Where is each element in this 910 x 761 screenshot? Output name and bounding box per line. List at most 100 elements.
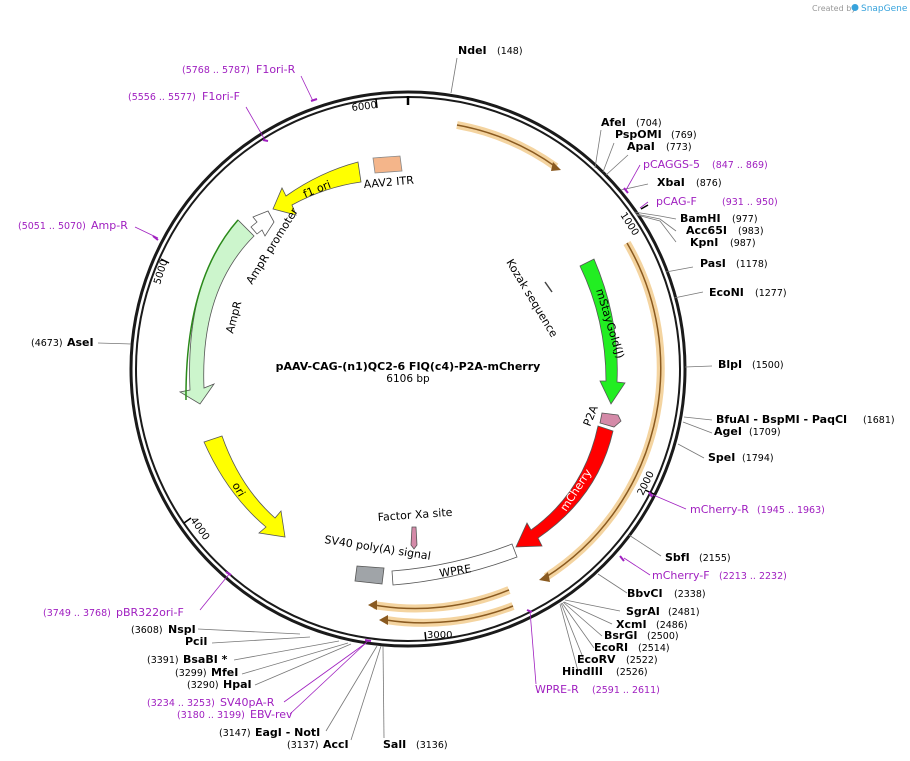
site-psppomi[interactable]: PspOMI(769) bbox=[615, 128, 697, 141]
feature-factor-xa[interactable]: Factor Xa site bbox=[377, 506, 453, 550]
tick-3000-mark bbox=[424, 631, 427, 642]
svg-text:EcoRI: EcoRI bbox=[594, 641, 628, 654]
primer-pbr322ori-f[interactable]: (3749 .. 3768)pBR322ori-F bbox=[43, 606, 184, 619]
primer-marks bbox=[152, 98, 653, 642]
site-sali[interactable]: SalI(3136) bbox=[383, 738, 448, 751]
orf-arc-top-head bbox=[551, 162, 561, 171]
svg-text:(2500): (2500) bbox=[647, 631, 679, 642]
svg-text:pBR322ori-F: pBR322ori-F bbox=[116, 606, 184, 619]
tick-4000-mark bbox=[183, 517, 192, 524]
svg-text:(3234 .. 3253): (3234 .. 3253) bbox=[147, 698, 215, 709]
snapgene-logo-icon bbox=[851, 4, 859, 11]
site-ecori[interactable]: EcoRI (2514) bbox=[594, 641, 670, 654]
primer-ebv-rev[interactable]: (3180 .. 3199)EBV-rev bbox=[177, 708, 293, 721]
svg-text:(1945 .. 1963): (1945 .. 1963) bbox=[757, 505, 825, 516]
site-pasi[interactable]: PasI(1178) bbox=[700, 257, 768, 270]
site-apai[interactable]: ApaI(773) bbox=[627, 140, 692, 153]
site-econi[interactable]: EcoNI(1277) bbox=[709, 286, 787, 299]
tick-5000-mark bbox=[160, 258, 170, 264]
svg-text:(2514): (2514) bbox=[638, 643, 670, 654]
ori-arrow bbox=[203, 435, 286, 538]
sv40-box bbox=[354, 565, 385, 585]
site-pcii[interactable]: PciI bbox=[185, 635, 207, 648]
plasmid-length: 6106 bp bbox=[386, 373, 430, 385]
svg-text:XcmI: XcmI bbox=[616, 618, 647, 631]
feature-f1-ori[interactable]: f1 ori bbox=[272, 161, 362, 216]
site-bbvci[interactable]: BbvCI(2338) bbox=[627, 587, 706, 600]
svg-text:ApaI: ApaI bbox=[627, 140, 655, 153]
feature-p2a[interactable]: P2A bbox=[581, 403, 622, 428]
primer-f1ori-r[interactable]: (5768 .. 5787)F1ori-R bbox=[182, 63, 296, 76]
primer-amp-r[interactable]: (5051 .. 5070)Amp-R bbox=[18, 219, 128, 232]
primer-wpre-r[interactable]: WPRE-R(2591 .. 2611) bbox=[535, 683, 660, 696]
site-kpni[interactable]: KpnI(987) bbox=[690, 236, 756, 249]
site-blpi[interactable]: BlpI(1500) bbox=[718, 358, 784, 371]
site-bsrgi[interactable]: BsrGI(2500) bbox=[604, 629, 679, 642]
svg-text:(931 .. 950): (931 .. 950) bbox=[722, 197, 778, 208]
primer-mcherry-f[interactable]: mCherry-F(2213 .. 2232) bbox=[652, 569, 787, 582]
orf-arc-top bbox=[456, 124, 557, 168]
credit-brand: SnapGene bbox=[861, 4, 908, 14]
site-spei[interactable]: SpeI(1794) bbox=[708, 451, 774, 464]
site-hindiii[interactable]: HindIII(2526) bbox=[562, 665, 648, 678]
site-bsabi[interactable]: (3391) BsaBI * bbox=[147, 653, 228, 666]
site-agei[interactable]: AgeI(1709) bbox=[714, 425, 781, 438]
primer-mcherry-r[interactable]: mCherry-R(1945 .. 1963) bbox=[690, 503, 825, 516]
svg-text:BlpI: BlpI bbox=[718, 358, 742, 371]
feature-ampr-promoter[interactable]: AmpR promoter bbox=[244, 205, 302, 286]
primer-f1ori-f[interactable]: (5556 .. 5577)F1ori-F bbox=[128, 90, 240, 103]
site-xbai[interactable]: XbaI(876) bbox=[657, 176, 722, 189]
wpre-label: WPRE bbox=[438, 562, 472, 580]
site-xcmi[interactable]: XcmI(2486) bbox=[616, 618, 688, 631]
svg-text:(983): (983) bbox=[738, 226, 764, 237]
site-bamhi[interactable]: BamHI(977) bbox=[680, 212, 758, 225]
kozak-mark bbox=[544, 281, 553, 293]
site-ndei[interactable]: NdeI(148) bbox=[458, 44, 523, 57]
primer-pcag-f[interactable]: pCAG-F(931 .. 950) bbox=[656, 195, 778, 208]
site-asei[interactable]: (4673)AseI bbox=[31, 336, 94, 349]
svg-text:(3391): (3391) bbox=[147, 655, 179, 666]
feature-ori[interactable]: ori bbox=[203, 435, 286, 538]
svg-text:AgeI: AgeI bbox=[714, 425, 742, 438]
feature-kozak[interactable]: Kozak sequence bbox=[503, 257, 560, 340]
feature-ampr[interactable]: AmpR bbox=[178, 219, 255, 405]
svg-text:BsaBI *: BsaBI * bbox=[183, 653, 228, 666]
credit-text: Created by bbox=[812, 4, 856, 13]
aav2-itr-label: AAV2 ITR bbox=[363, 174, 415, 191]
site-acc65i[interactable]: Acc65I(983) bbox=[686, 224, 764, 237]
mstaygold-arrow bbox=[579, 258, 626, 405]
site-sgrai[interactable]: SgrAI(2481) bbox=[626, 605, 700, 618]
svg-text:(5556 .. 5577): (5556 .. 5577) bbox=[128, 92, 196, 103]
site-sbfi[interactable]: SbfI(2155) bbox=[665, 551, 731, 564]
primer-sv40pa-r[interactable]: (3234 .. 3253)SV40pA-R bbox=[147, 696, 275, 709]
f1-ori-arrow bbox=[272, 161, 362, 216]
site-bfuai[interactable]: BfuAI - BspMI - PaqCI(1681) bbox=[716, 413, 895, 426]
feature-wpre[interactable]: WPRE bbox=[391, 543, 518, 586]
primer-pcaggs-5[interactable]: pCAGGS-5(847 .. 869) bbox=[643, 158, 768, 171]
feature-mstaygold[interactable]: mStayGold(J) bbox=[579, 258, 627, 405]
svg-text:EagI - NotI: EagI - NotI bbox=[255, 726, 320, 739]
site-ecorv[interactable]: EcoRV(2522) bbox=[577, 653, 658, 666]
svg-text:AseI: AseI bbox=[67, 336, 94, 349]
svg-text:SalI: SalI bbox=[383, 738, 406, 751]
svg-text:(769): (769) bbox=[671, 130, 697, 141]
svg-text:AccI: AccI bbox=[323, 738, 349, 751]
svg-text:(3137): (3137) bbox=[287, 740, 319, 751]
site-mfei[interactable]: (3299)MfeI bbox=[175, 666, 238, 679]
site-acci[interactable]: (3137) AccI bbox=[287, 738, 349, 751]
tick-3000: 3000 bbox=[427, 630, 452, 641]
site-hpai[interactable]: (3290)HpaI bbox=[187, 678, 252, 691]
feature-aav2-itr[interactable]: AAV2 ITR bbox=[363, 155, 415, 191]
site-nspi[interactable]: (3608)NspI bbox=[131, 623, 196, 636]
orf-arc-b2-head bbox=[379, 615, 388, 625]
svg-text:(2591 .. 2611): (2591 .. 2611) bbox=[592, 685, 660, 696]
svg-text:(876): (876) bbox=[696, 178, 722, 189]
site-eagi-noti[interactable]: (3147)EagI - NotI bbox=[219, 726, 320, 739]
svg-text:(2481): (2481) bbox=[668, 607, 700, 618]
site-afei[interactable]: AfeI(704) bbox=[601, 116, 662, 129]
svg-text:NdeI: NdeI bbox=[458, 44, 487, 57]
site-leader-lines bbox=[97, 57, 713, 741]
p2a-arrow bbox=[599, 412, 622, 428]
